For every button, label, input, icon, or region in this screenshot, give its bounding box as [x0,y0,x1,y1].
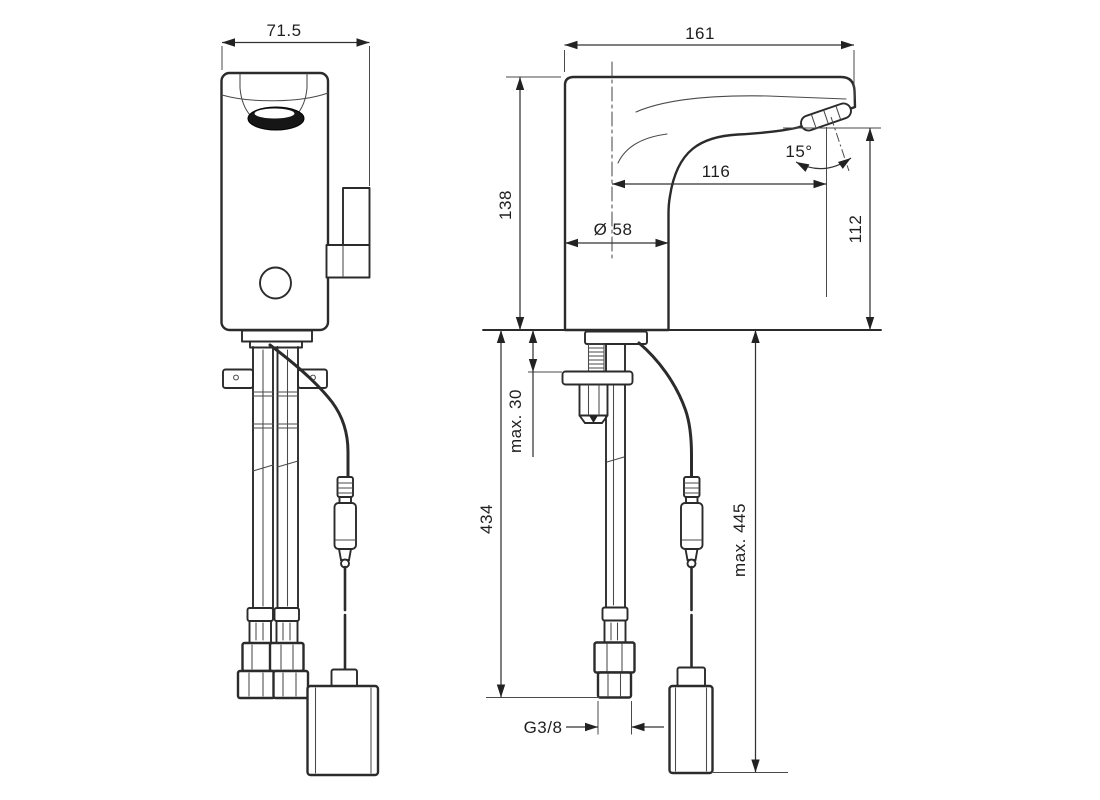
dim-label-hose-length: 434 [477,504,496,534]
outlet-aerator-side [800,102,852,132]
dim-label-max-cable-length: max. 445 [730,503,749,577]
control-box-side [668,666,714,775]
dim-label-outlet-height: 112 [846,215,865,244]
dimension-front-total-width: 71.5 [221,21,370,186]
dimension-outlet-angle: 15° [785,116,852,172]
dimension-body-diameter: Ø 58 [565,220,669,248]
aerator-highlight [254,108,295,119]
dimension-outlet-height: 112 [783,127,881,330]
sensor-cable-side [637,341,693,479]
cable-plug-front [333,476,357,569]
front-view [220,71,380,777]
dimension-hose-length: 434 [477,330,600,698]
dim-label-spout-reach: 116 [702,162,731,181]
spout-inner-contour [635,95,847,113]
dim-label-side-total-depth: 161 [685,24,715,43]
body-top-contour [221,92,329,102]
dimensions: 71.5 161 138 Ø 58 116 [221,21,881,773]
dimension-side-total-depth: 161 [564,24,855,100]
dim-label-front-total-width: 71.5 [266,21,301,40]
threaded-shank [587,343,605,373]
hose-fitting-side [593,606,636,699]
faucet-side-profile [563,75,857,332]
spout-inner-radius [617,133,668,164]
dimension-connection-thread: G3/8 [524,701,664,737]
side-box-front [325,187,371,279]
control-box-front [306,668,380,777]
dimension-spout-reach: 116 [612,127,827,297]
dim-label-outlet-angle: 15° [785,142,812,161]
dim-label-connection-thread: G3/8 [524,718,563,737]
dimension-max-cable-length: max. 445 [713,330,788,773]
cable-plug-side [680,476,704,569]
base-flange-side [584,330,648,345]
nut-shadow [589,415,598,423]
dim-label-max-deck-thickness: max. 30 [506,389,525,453]
hose-fittings-front [236,607,310,700]
dimension-max-deck-thickness: max. 30 [506,330,562,457]
fixing-nut-side [578,383,609,424]
supply-hoses-front [252,346,299,610]
dimension-height-above-deck: 138 [496,76,561,330]
sensor-cable-front [268,343,350,479]
shank-front [249,340,303,349]
dim-label-height-above-deck: 138 [496,190,515,220]
side-view [482,61,882,775]
base-plate-front [241,329,313,343]
fixing-washer-side [561,370,634,386]
dim-label-body-diameter: Ø 58 [594,220,633,239]
sensor-window [259,266,292,300]
